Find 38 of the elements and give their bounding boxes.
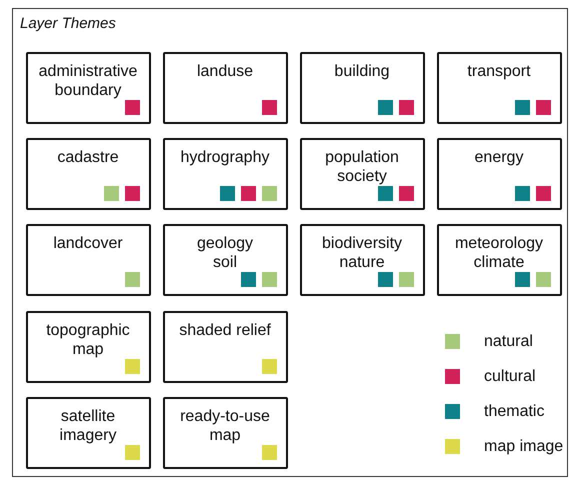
- theme-name: landcover: [52, 234, 124, 252]
- theme-name: shaded relief: [178, 320, 272, 340]
- theme-name: cadastre: [56, 148, 120, 166]
- group-frame: [12, 8, 568, 477]
- theme-box: [436, 138, 562, 210]
- theme-name: geology soil: [196, 234, 254, 272]
- theme-box: [162, 310, 288, 382]
- theme-name: ready-to-use map: [179, 406, 271, 444]
- theme-name: topographic map: [45, 320, 131, 358]
- frame-title: Layer Themes: [20, 15, 116, 32]
- theme-box: [162, 224, 288, 296]
- theme-name: transport: [466, 62, 532, 80]
- theme-box: [26, 396, 150, 468]
- theme-box: [300, 52, 424, 124]
- theme-box: [436, 224, 562, 296]
- theme-name: administrative boundary: [38, 62, 138, 100]
- theme-box: [162, 52, 288, 124]
- legend-label: thematic: [484, 403, 544, 421]
- theme-box: [162, 138, 288, 210]
- legend-label: natural: [484, 333, 533, 351]
- theme-name: hydrography: [180, 148, 270, 166]
- theme-box: [26, 138, 150, 210]
- theme-box: [300, 224, 424, 296]
- theme-box: [26, 310, 150, 382]
- theme-box: [26, 52, 150, 124]
- theme-name: energy: [474, 148, 524, 166]
- theme-name: population society: [324, 148, 400, 186]
- theme-box: [436, 52, 562, 124]
- theme-name: building: [333, 62, 391, 80]
- theme-box: [162, 396, 288, 468]
- legend-label: cultural: [484, 368, 536, 386]
- theme-name: meteorology climate: [454, 234, 544, 272]
- theme-box: [26, 224, 150, 296]
- legend-label: map image: [484, 438, 564, 456]
- theme-name: landuse: [196, 62, 254, 80]
- theme-name: satellite imagery: [58, 406, 118, 444]
- theme-name: biodiversity nature: [320, 234, 404, 272]
- theme-box: [300, 138, 424, 210]
